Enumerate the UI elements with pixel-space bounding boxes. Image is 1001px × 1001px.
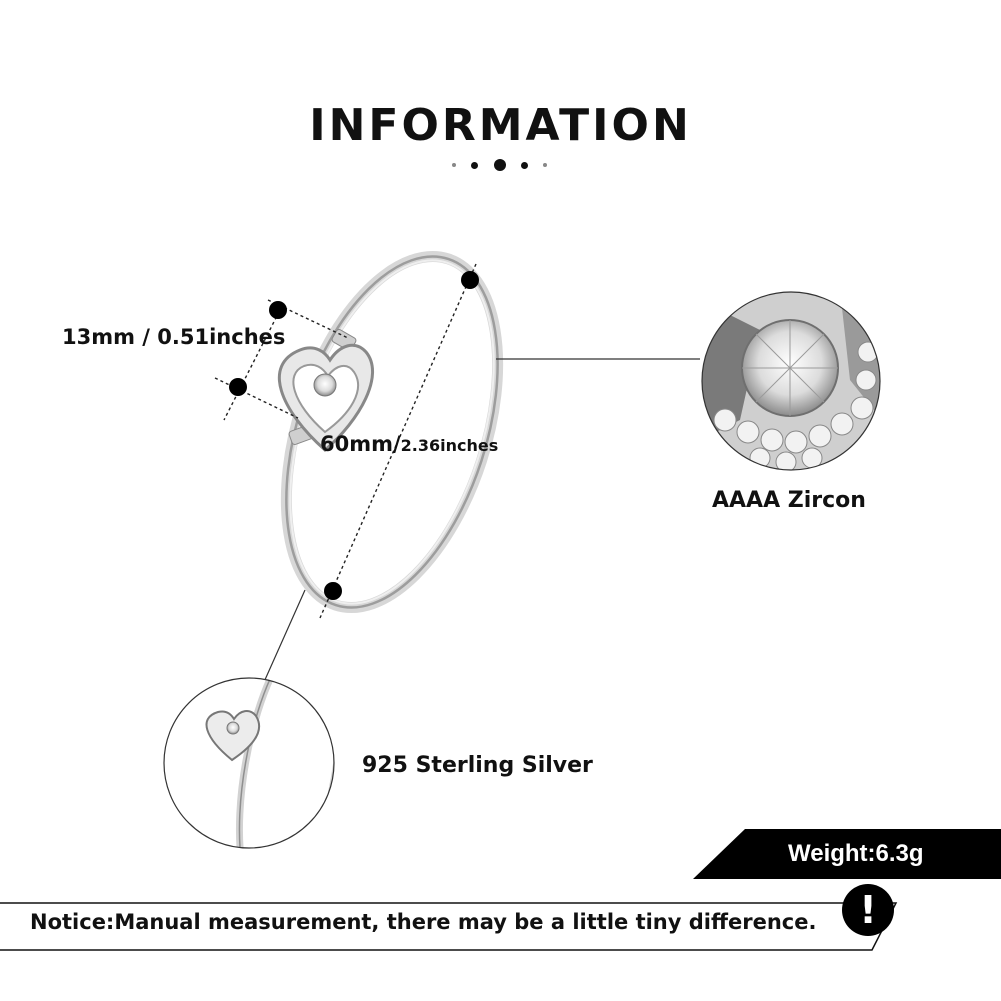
divider-dot [494,159,506,171]
notice-text: Notice:Manual measurement, there may be … [30,910,817,934]
divider-dot [452,163,456,167]
diameter-dimension-marker [319,263,479,619]
divider-dot [543,163,547,167]
zircon-closeup-image [701,291,881,471]
exclamation-icon: ! [842,884,894,936]
heart-charm [277,343,375,452]
silver-closeup-image [163,677,335,849]
diameter-mm-value: 60mm/ [320,432,401,456]
divider-dot [521,162,528,169]
weight-tag [693,829,1001,879]
width-dimension-marker [214,299,349,421]
silver-label: 925 Sterling Silver [362,753,593,778]
width-measurement-label: 13mm / 0.51inches [62,325,286,349]
diameter-measurement-label: 60mm/2.36inches [320,432,498,456]
silver-connector-line [263,589,306,683]
bangle-image [277,250,504,614]
weight-label: Weight:6.3g [788,840,924,867]
diameter-inches-value: 2.36inches [400,436,499,455]
divider-dot [471,162,478,169]
title-divider-dots [446,157,556,173]
zircon-label: AAAA Zircon [712,488,866,513]
page-title: INFORMATION [309,100,692,151]
